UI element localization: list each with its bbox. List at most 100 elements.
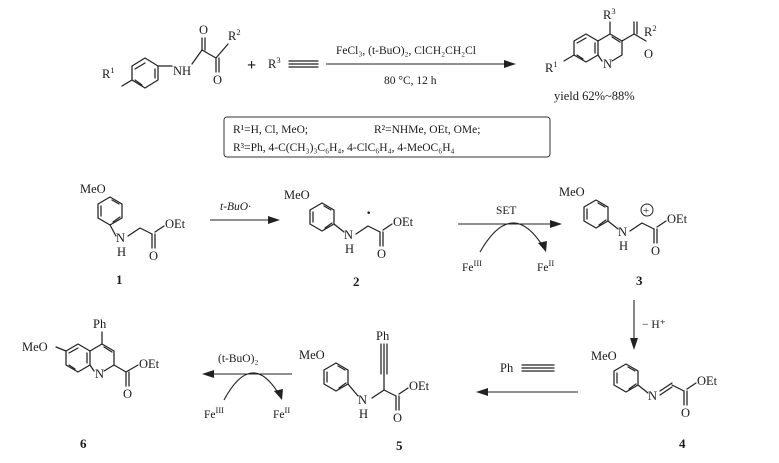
product-o-label: O bbox=[644, 47, 653, 61]
compound-5-number: 5 bbox=[396, 438, 403, 453]
set-label: SET bbox=[496, 205, 516, 217]
product-r3-label: R3 bbox=[603, 6, 616, 22]
compound-4-carbonyl bbox=[683, 390, 688, 406]
compound-5-n: N bbox=[358, 393, 367, 407]
compound-6-pyridine-double-bond bbox=[103, 346, 113, 353]
reactant-aryl-oxoamide: R1 NH O O R2 bbox=[102, 23, 241, 89]
oxidation-fe-curved-arrow bbox=[223, 372, 281, 401]
product-r2-label: R2 bbox=[644, 23, 657, 39]
compound-5-chain bbox=[347, 383, 397, 399]
arrow-1-to-2 bbox=[210, 216, 280, 224]
compound-5-ester-bond bbox=[398, 387, 409, 395]
compound-4-ester-bond bbox=[686, 382, 697, 390]
product-pyridine-double-bond bbox=[611, 36, 621, 43]
reactant-ketone-o-label: O bbox=[213, 73, 222, 87]
compound-2-chain bbox=[333, 223, 381, 235]
substituent-box: R¹=H, Cl, MeO; R²=NHMe, OEt, OMe; R³=Ph,… bbox=[223, 116, 551, 158]
compound-2-o: O bbox=[377, 247, 386, 261]
compound-4-ring-double-bonds bbox=[616, 366, 637, 390]
yield-label: yield 62%~88% bbox=[554, 89, 635, 103]
substituent-box-frame bbox=[223, 116, 551, 158]
compound-6-n: N bbox=[95, 367, 104, 381]
compound-3-h: H bbox=[619, 239, 628, 253]
reactant-r1-bond bbox=[121, 79, 133, 87]
compound-6-oet: OEt bbox=[139, 357, 160, 371]
compound-3-oet: OEt bbox=[667, 212, 688, 226]
arrow-5-to-6 bbox=[202, 370, 292, 401]
compound-4-o: O bbox=[681, 406, 690, 420]
compound-5-triple-bond bbox=[380, 343, 388, 375]
compound-3: MeO N H + O OEt 3 bbox=[559, 185, 688, 288]
compound-3-ester-bond bbox=[656, 220, 667, 228]
compound-2-ring-double-bonds bbox=[312, 205, 333, 229]
arrow-2-to-3-set bbox=[458, 220, 562, 253]
compound-6-meo: MeO bbox=[22, 340, 48, 354]
substituent-r1-text: R¹=H, Cl, MeO; bbox=[233, 124, 308, 136]
general-reaction: R1 NH O O R2 + R3 FeCl₃, (t-BuO)₂, ClCH₂… bbox=[102, 6, 657, 103]
compound-2: MeO N H · O OEt 2 bbox=[284, 188, 414, 289]
reactant-r1-label: R1 bbox=[102, 65, 115, 81]
compound-1-chain bbox=[109, 224, 153, 237]
compound-4: MeO N O OEt 4 bbox=[591, 349, 718, 451]
compound-4-meo: MeO bbox=[591, 349, 617, 363]
compound-4-n: N bbox=[648, 389, 657, 403]
compound-3-carbonyl bbox=[653, 228, 658, 244]
conditions-line1: FeCl₃, (t-BuO)₂, ClCH₂CH₂Cl bbox=[336, 45, 476, 57]
compound-2-meo: MeO bbox=[284, 188, 310, 202]
tbuo-radical-label: t-BuO· bbox=[220, 201, 251, 213]
alkyne-triple-bond bbox=[288, 60, 319, 68]
phenylacetylene-reagent: Ph bbox=[500, 361, 555, 375]
product-r1-bond bbox=[563, 54, 575, 62]
plus-sign: + bbox=[247, 57, 256, 74]
compound-5-h: H bbox=[359, 407, 368, 421]
oxidation-fe2-label: FeII bbox=[273, 405, 290, 421]
set-fe3-label: FeIII bbox=[462, 258, 482, 274]
set-fe-curved-arrow bbox=[479, 222, 545, 253]
compound-3-meo: MeO bbox=[559, 185, 585, 199]
compound-6-pyridine-ring bbox=[89, 343, 115, 372]
product-benzo-double-bonds bbox=[576, 37, 596, 60]
compound-6-o: O bbox=[123, 387, 132, 401]
compound-4-chain bbox=[637, 382, 685, 396]
compound-4-oet: OEt bbox=[697, 374, 718, 388]
compound-1: MeO N H O OEt 1 bbox=[80, 182, 186, 287]
compound-2-radical-dot: · bbox=[366, 205, 371, 222]
compound-3-n: N bbox=[618, 225, 627, 239]
main-reaction-arrow bbox=[326, 60, 516, 68]
product-r1-label: R1 bbox=[545, 59, 558, 75]
compound-3-o: O bbox=[651, 244, 660, 258]
compound-3-number: 3 bbox=[636, 273, 643, 288]
compound-3-ring bbox=[583, 199, 609, 229]
compound-2-ring bbox=[309, 202, 335, 232]
product-acyl-bonds bbox=[621, 33, 647, 42]
reactant-amide-o-label: O bbox=[199, 23, 208, 37]
compound-6-carbonyl bbox=[125, 371, 130, 387]
compound-1-o: O bbox=[149, 249, 158, 263]
product-acyl-carbonyl bbox=[633, 21, 638, 35]
reactant-chain-bonds bbox=[191, 43, 229, 65]
compound-5-ring bbox=[323, 362, 349, 392]
compound-1-h: H bbox=[117, 245, 126, 259]
compound-2-oet: OEt bbox=[393, 215, 414, 229]
compound-1-carbonyl bbox=[151, 233, 156, 249]
compound-4-ring bbox=[613, 363, 639, 393]
compound-1-ring-double-bonds bbox=[100, 199, 121, 223]
compound-5-oet: OEt bbox=[409, 379, 430, 393]
compound-6-number: 6 bbox=[80, 436, 87, 451]
reagent-ph-label: Ph bbox=[500, 361, 514, 375]
compound-6: N Ph MeO O OEt 6 bbox=[22, 317, 160, 451]
oxidation-fe3-label: FeIII bbox=[204, 405, 224, 421]
peroxide-label: (t-BuO)₂ bbox=[218, 353, 258, 365]
compound-5-ph: Ph bbox=[376, 329, 390, 343]
product-n-label: N bbox=[603, 57, 612, 71]
reactant-r2-label: R2 bbox=[228, 27, 241, 43]
compound-5-o: O bbox=[393, 411, 402, 425]
product-quinoline: N R3 R1 R2 O bbox=[545, 6, 657, 75]
terminal-alkyne: R3 bbox=[268, 55, 319, 71]
compound-1-n: N bbox=[116, 231, 125, 245]
reactant-ketone-carbonyl bbox=[215, 57, 220, 73]
compound-6-ester-chain bbox=[113, 364, 139, 373]
substituent-r3-text: R³=Ph, 4-C(CH₃)₃C₆H₄, 4-ClC₆H₄, 4-MeOC₆H… bbox=[233, 142, 455, 154]
compound-5-meo: MeO bbox=[299, 348, 325, 362]
